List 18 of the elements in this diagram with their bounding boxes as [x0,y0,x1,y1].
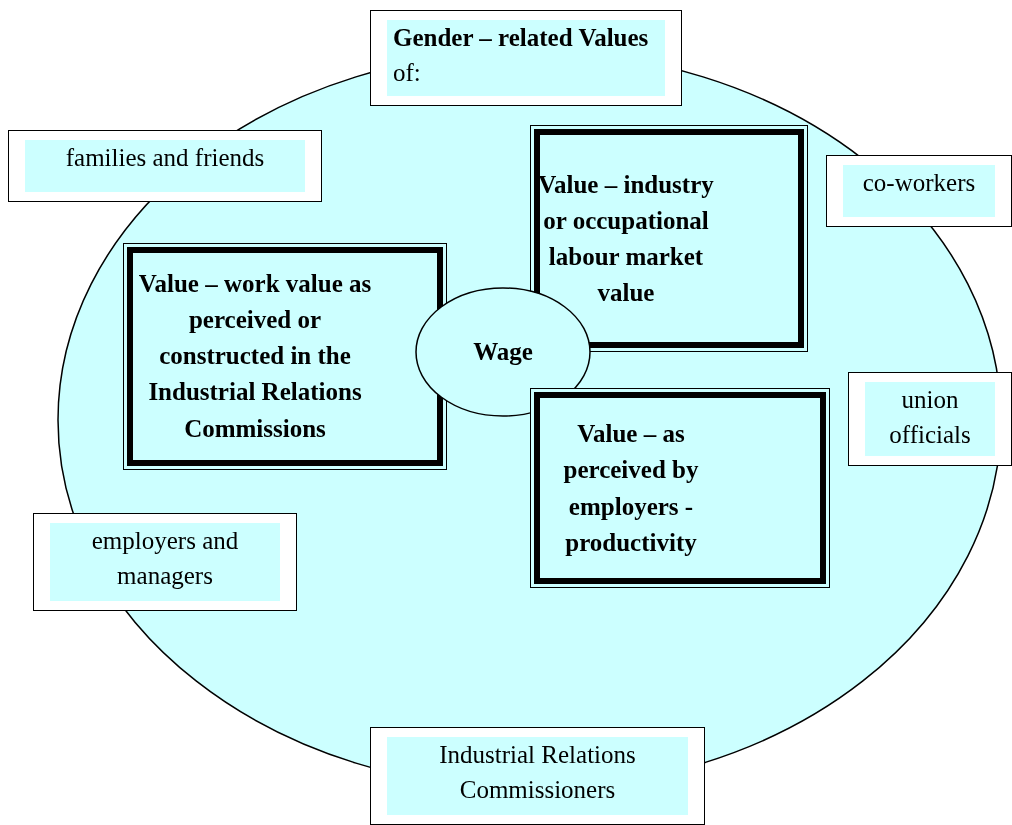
box-text: Value – as perceived by employers - productivity [562,418,700,558]
box-text: co-workers [843,165,995,217]
box-text: families and friends [25,140,305,192]
label-box [370,727,705,825]
box-text: employers and managers [50,523,280,601]
value-box [123,243,447,470]
box-text: union officials [865,382,995,456]
label-box [826,155,1012,227]
box-text: Gender – related Values of: [387,20,665,96]
heading-box [370,10,682,106]
wage-label: Wage [472,338,534,366]
label-box [8,130,322,202]
box-text: Value – work value as perceived or constructed in the Industrial Relations Commissions [137,268,373,444]
box-text: Industrial Relations Commissioners [387,737,688,815]
box-text: Value – industry or occupational labour market value [537,169,715,308]
label-box [33,513,297,611]
label-box [848,372,1012,466]
value-box [530,388,830,588]
